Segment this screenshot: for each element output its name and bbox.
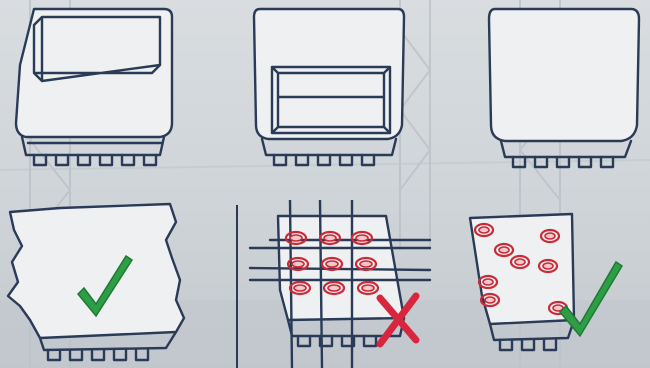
slab-panel-top-left bbox=[12, 5, 177, 180]
slab-panel-bottom-right bbox=[462, 200, 650, 368]
slab-panel-top-right bbox=[485, 5, 645, 180]
section-divider bbox=[236, 205, 238, 368]
slab-panel-bottom-left bbox=[0, 200, 200, 368]
slab-panel-bottom-middle bbox=[240, 200, 440, 368]
slab-panel-top-middle bbox=[250, 5, 410, 180]
